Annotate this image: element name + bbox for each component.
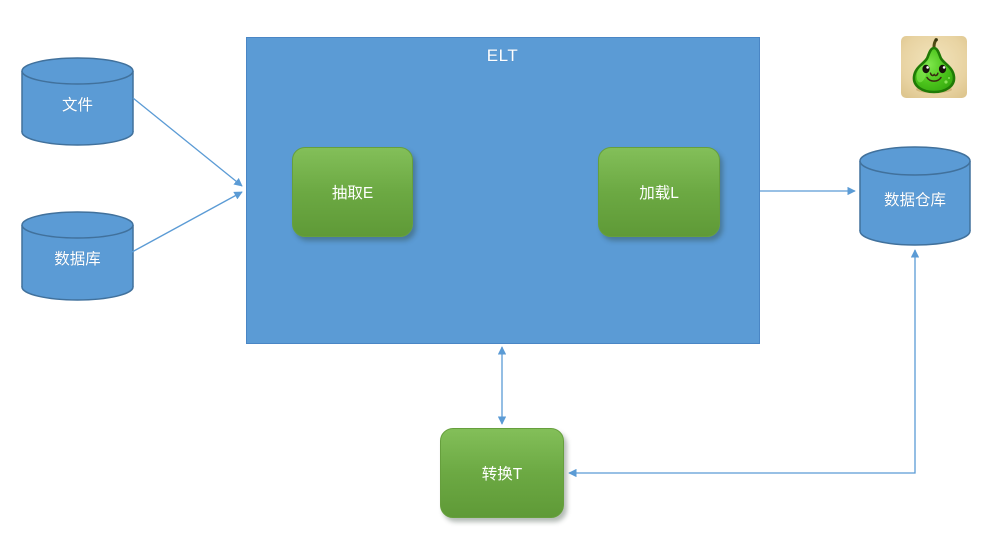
pear-face-icon bbox=[901, 36, 967, 98]
arrow-files-to-elt_container bbox=[132, 97, 243, 187]
node-transform[interactable]: 转换T bbox=[440, 428, 564, 518]
node-warehouse-shape[interactable] bbox=[859, 146, 971, 246]
node-files-shape[interactable] bbox=[21, 57, 134, 146]
node-transform-label: 转换T bbox=[481, 466, 523, 483]
node-database-shape[interactable] bbox=[21, 211, 134, 301]
arrow-database-to-elt_container bbox=[131, 191, 243, 253]
arrow-warehouse-to-transform bbox=[568, 249, 920, 478]
node-extract[interactable]: 抽取E bbox=[292, 147, 413, 237]
node-load[interactable]: 加载L bbox=[598, 147, 720, 237]
node-load-label: 加载L bbox=[639, 185, 679, 202]
node-extract-label: 抽取E bbox=[331, 185, 374, 202]
